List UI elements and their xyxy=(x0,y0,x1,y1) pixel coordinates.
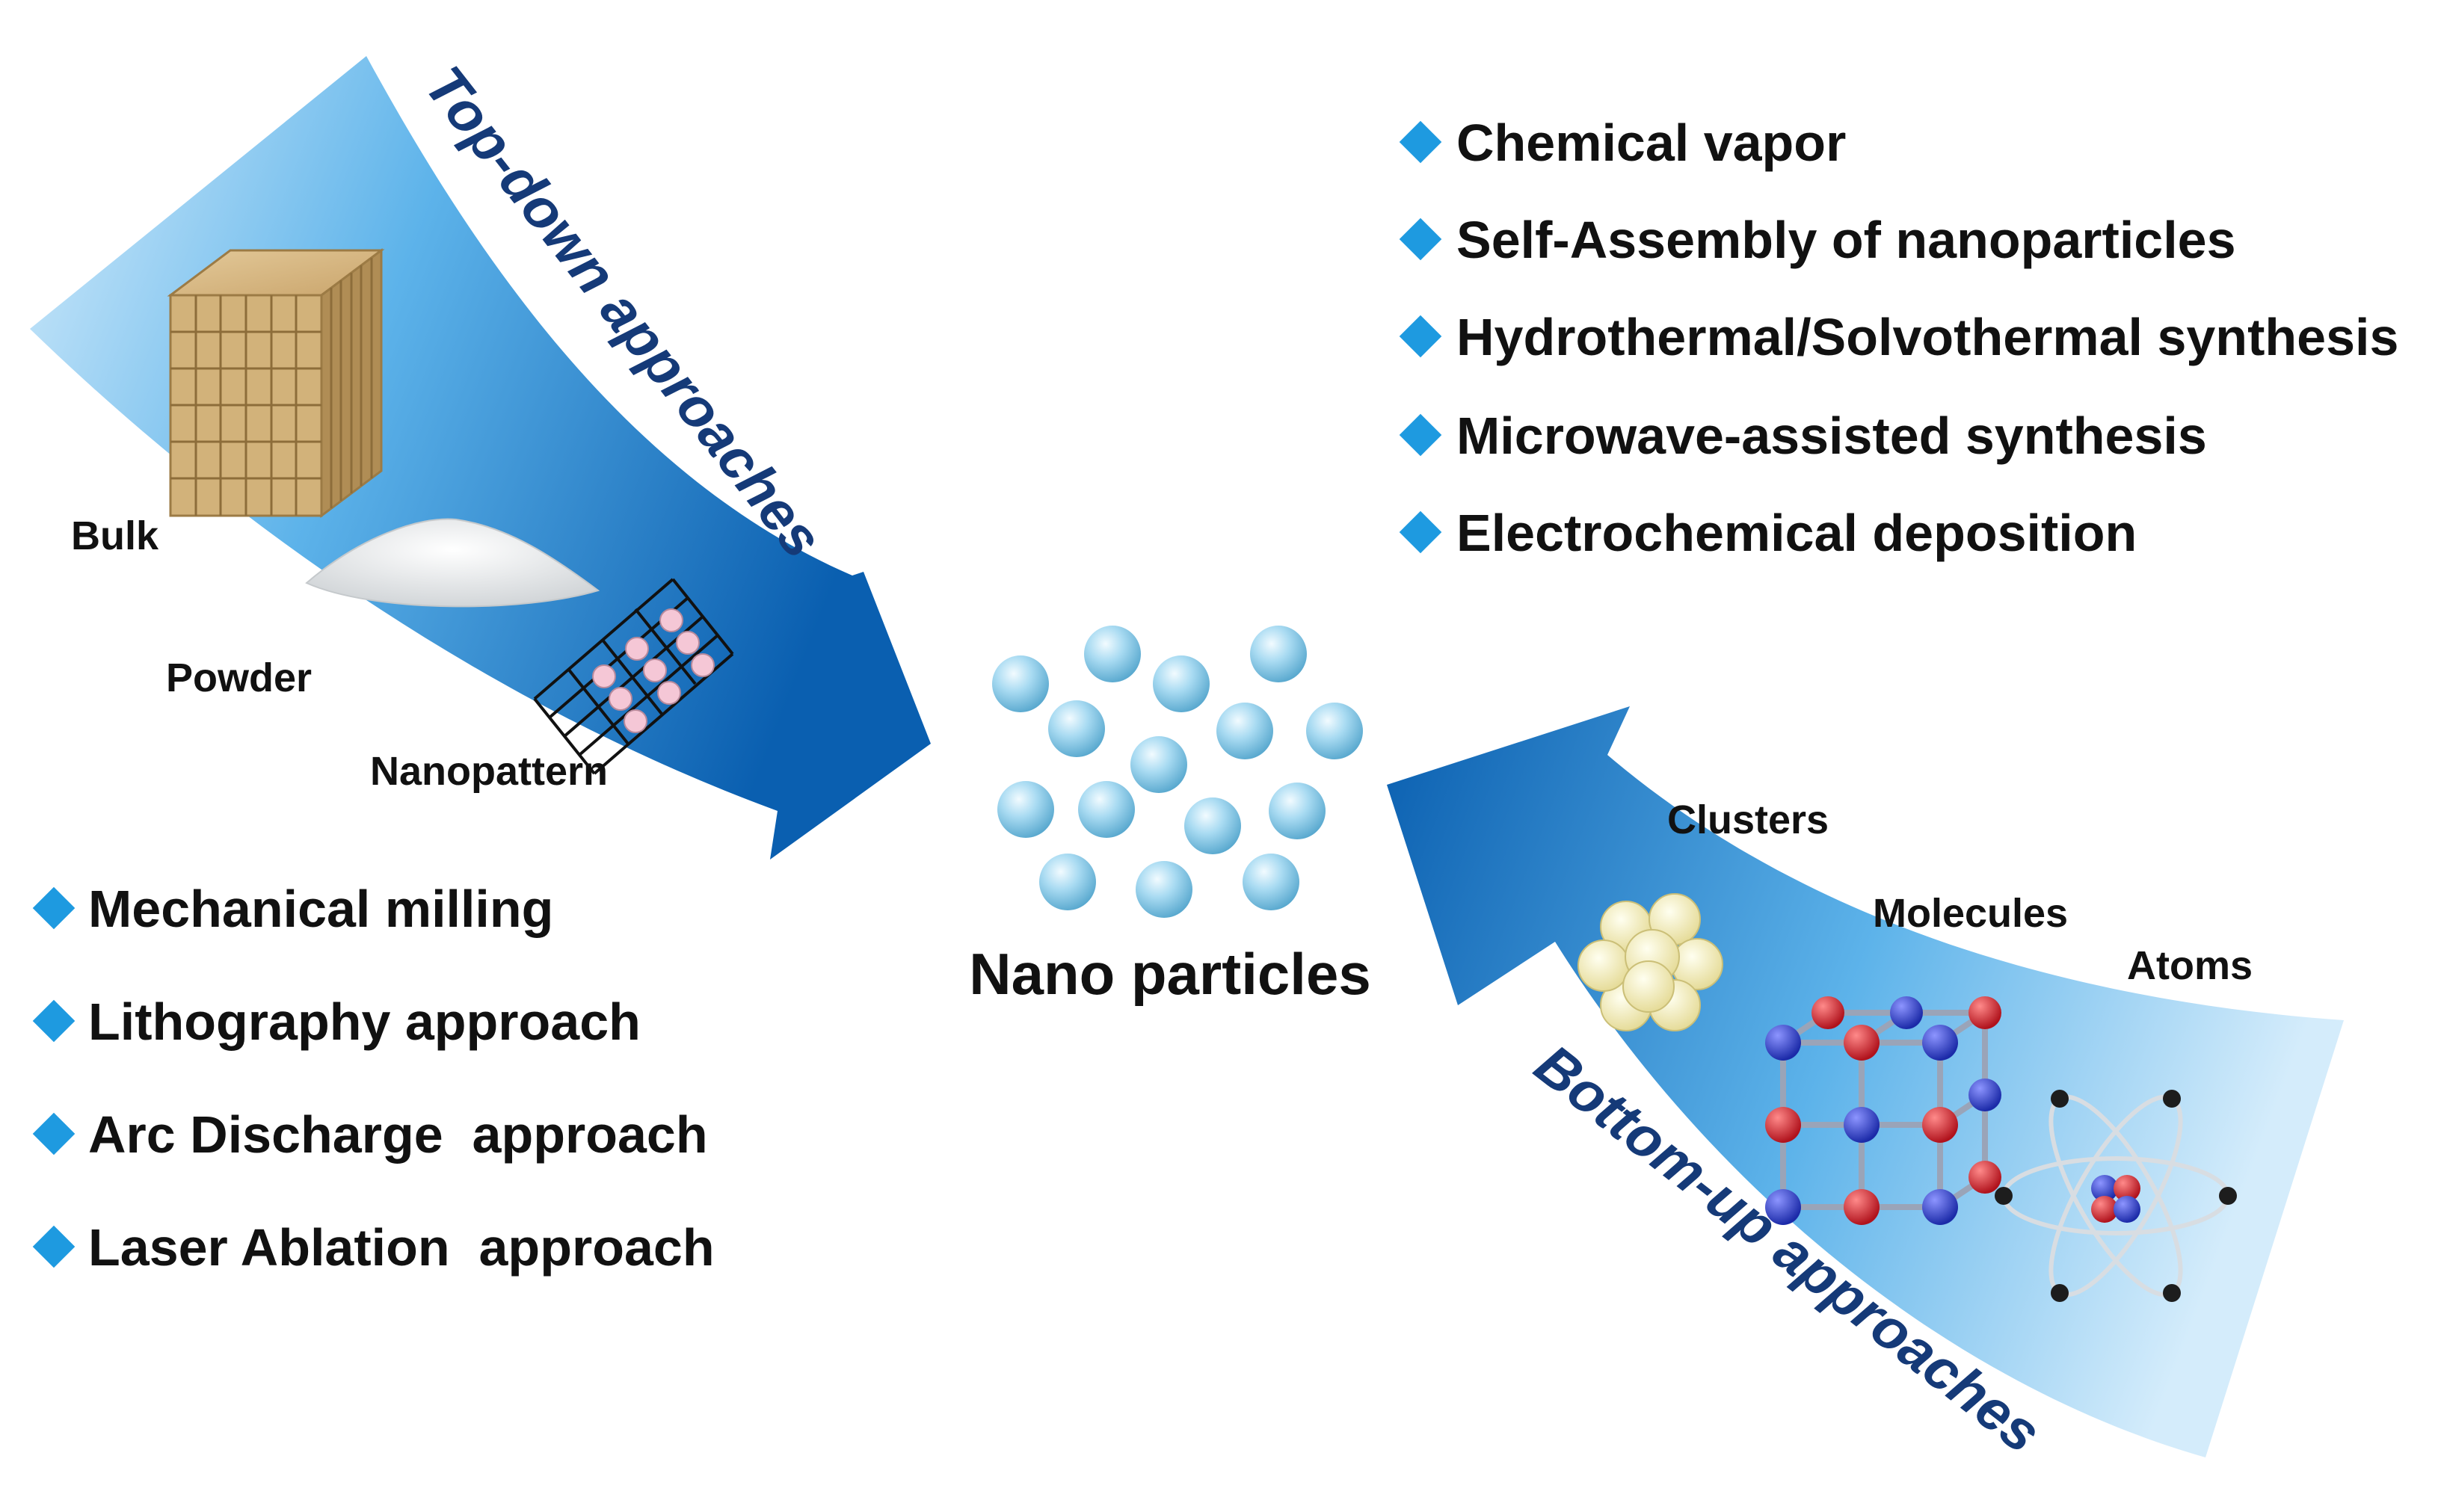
nanoparticle-sphere-icon xyxy=(1084,626,1141,682)
stage-label-clusters: Clusters xyxy=(1667,797,1829,842)
nanoparticle-sphere-icon xyxy=(1216,703,1273,759)
method-text: Laser Ablation approach xyxy=(88,1218,715,1277)
nanoparticle-sphere-icon xyxy=(992,655,1049,712)
cluster-icon xyxy=(1577,893,1723,1031)
list-item: Electrochemical deposition xyxy=(1399,504,2137,562)
bullet-diamond-icon xyxy=(1399,120,1442,164)
bottom-up-methods-list: Chemical vapor Self-Assembly of nanopart… xyxy=(1399,114,2398,562)
list-item: Mechanical milling xyxy=(32,880,553,938)
method-text: Arc Discharge approach xyxy=(88,1105,708,1164)
stage-label-powder: Powder xyxy=(166,655,312,700)
nanoparticle-sphere-icon xyxy=(1243,854,1299,910)
nanoparticle-sphere-icon xyxy=(1184,797,1241,854)
nanoparticle-sphere-icon xyxy=(1153,655,1210,712)
stage-label-nanopattern: Nanopattern xyxy=(370,749,608,794)
nanoparticle-sphere-icon xyxy=(1136,861,1192,918)
center-label: Nano particles xyxy=(969,941,1371,1007)
list-item: Chemical vapor xyxy=(1399,114,1846,172)
list-item: Hydrothermal/Solvothermal synthesis xyxy=(1399,308,2398,366)
bulk-cube-icon xyxy=(167,248,385,518)
nanoparticle-sphere-icon xyxy=(1269,783,1326,839)
method-text: Mechanical milling xyxy=(88,880,553,938)
stage-label-atoms: Atoms xyxy=(2127,943,2253,988)
method-text: Hydrothermal/Solvothermal synthesis xyxy=(1456,308,2398,366)
stage-label-molecules: Molecules xyxy=(1873,891,2068,936)
list-item: Laser Ablation approach xyxy=(32,1218,715,1277)
method-text: Microwave-assisted synthesis xyxy=(1456,407,2207,465)
nanoparticle-sphere-icon xyxy=(1039,854,1096,910)
stage-label-bulk: Bulk xyxy=(71,513,159,558)
list-item: Lithography approach xyxy=(32,993,641,1051)
bullet-diamond-icon xyxy=(1399,510,1442,554)
nanoparticles-cluster xyxy=(992,626,1363,918)
molecule-lattice-icon xyxy=(1765,996,2001,1225)
powder-pile-icon xyxy=(305,518,600,608)
top-down-methods-list: Mechanical milling Lithography approach … xyxy=(32,880,715,1277)
atom-icon xyxy=(1995,1090,2237,1302)
nanoparticle-sphere-icon xyxy=(997,781,1054,838)
list-item: Arc Discharge approach xyxy=(32,1105,708,1164)
bullet-diamond-icon xyxy=(32,1225,76,1268)
nanoparticle-sphere-icon xyxy=(1078,781,1135,838)
bullet-diamond-icon xyxy=(32,1112,76,1155)
method-text: Self-Assembly of nanoparticles xyxy=(1456,211,2236,269)
bullet-diamond-icon xyxy=(32,999,76,1043)
nanoparticle-sphere-icon xyxy=(1306,703,1363,759)
bullet-diamond-icon xyxy=(1399,413,1442,457)
list-item: Microwave-assisted synthesis xyxy=(1399,407,2207,465)
list-item: Self-Assembly of nanoparticles xyxy=(1399,211,2236,269)
method-text: Chemical vapor xyxy=(1456,114,1846,172)
nanoparticle-sphere-icon xyxy=(1130,736,1187,793)
bullet-diamond-icon xyxy=(1399,315,1442,358)
bullet-diamond-icon xyxy=(32,886,76,930)
method-text: Lithography approach xyxy=(88,993,641,1051)
nanopattern-lattice-icon xyxy=(533,578,734,775)
nanoparticle-sphere-icon xyxy=(1250,626,1307,682)
nanoparticle-sphere-icon xyxy=(1048,700,1105,757)
bullet-diamond-icon xyxy=(1399,217,1442,261)
method-text: Electrochemical deposition xyxy=(1456,504,2137,562)
